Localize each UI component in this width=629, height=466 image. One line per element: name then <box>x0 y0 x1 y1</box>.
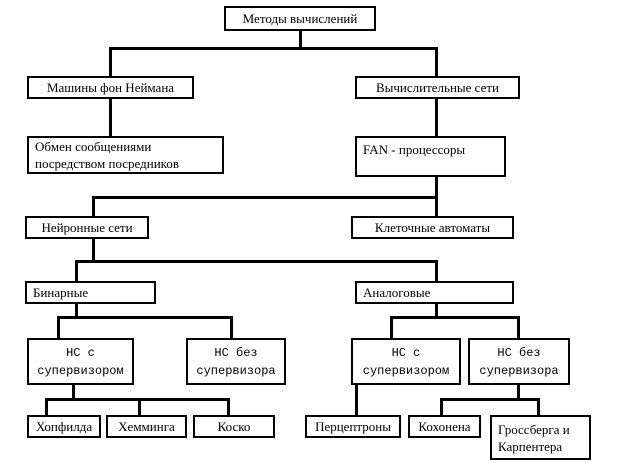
seg-leaf-bus-left <box>45 398 230 401</box>
node-perceptrons[interactable]: Перцептроны <box>305 415 401 438</box>
seg-level1-bus <box>109 47 438 50</box>
node-hamming[interactable]: Хемминга <box>106 415 187 438</box>
seg-analog-out-stem <box>435 303 438 318</box>
seg-kosko-drop <box>227 398 230 416</box>
seg-computing-net-drop <box>435 47 438 77</box>
seg-hopfield-drop <box>45 398 48 416</box>
node-analog[interactable]: Аналоговые <box>355 281 514 304</box>
node-binary[interactable]: Бинарные <box>25 281 156 304</box>
seg-analog-drop <box>435 260 438 282</box>
node-analog-unsupervised[interactable]: НС без супервизора <box>468 338 570 385</box>
seg-fan-stem <box>435 99 438 137</box>
seg-ana-sup-drop <box>390 316 393 339</box>
node-hopfield[interactable]: Хопфилда <box>27 415 101 438</box>
seg-leaf-bus-right <box>440 398 540 401</box>
seg-grossberg-drop <box>537 398 540 416</box>
seg-bin-sup-out-stem <box>72 385 75 400</box>
seg-level4-bus <box>75 260 438 263</box>
seg-binary-drop <box>75 260 78 282</box>
seg-neural-drop <box>92 196 95 217</box>
seg-kohonen-drop <box>440 398 443 416</box>
seg-bin-sup-drop <box>57 316 60 339</box>
seg-ana-unsup-out-stem <box>517 385 520 400</box>
node-analog-supervised[interactable]: НС с супервизором <box>351 338 461 385</box>
seg-root-stem <box>299 31 302 49</box>
seg-bin-unsup-drop <box>230 316 233 339</box>
node-message-exchange[interactable]: Обмен сообщениями посредством посреднико… <box>27 136 224 174</box>
node-kosko[interactable]: Коско <box>193 415 275 438</box>
seg-cellular-drop <box>435 196 438 217</box>
seg-hamming-drop <box>138 398 141 416</box>
seg-neural-out-stem <box>92 239 95 262</box>
node-von-neumann[interactable]: Машины фон Неймана <box>27 76 194 99</box>
seg-perceptron-stem <box>355 385 358 416</box>
node-root[interactable]: Методы вычислений <box>224 6 376 31</box>
seg-analog-children-bus <box>390 316 520 319</box>
node-grossberg-carpenter[interactable]: Гроссберга и Карпентера <box>490 415 591 460</box>
seg-ana-unsup-drop <box>517 316 520 339</box>
node-computing-networks[interactable]: Вычислительные сети <box>355 76 520 99</box>
seg-binary-children-bus <box>57 316 233 319</box>
seg-fan-out-stem <box>435 176 438 198</box>
node-cellular-automata[interactable]: Клеточные автоматы <box>351 216 514 239</box>
node-binary-unsupervised[interactable]: НС без супервизора <box>186 338 286 385</box>
seg-level3-bus <box>92 196 438 199</box>
seg-von-neumann-drop <box>109 47 112 77</box>
node-kohonen[interactable]: Кохонена <box>408 415 481 438</box>
node-binary-supervised[interactable]: НС с супервизором <box>27 338 134 385</box>
seg-message-exch-stem <box>109 99 112 137</box>
seg-binary-out-stem <box>75 303 78 318</box>
node-neural-networks[interactable]: Нейронные сети <box>25 216 149 239</box>
node-fan-processors[interactable]: FAN - процессоры <box>355 136 506 177</box>
